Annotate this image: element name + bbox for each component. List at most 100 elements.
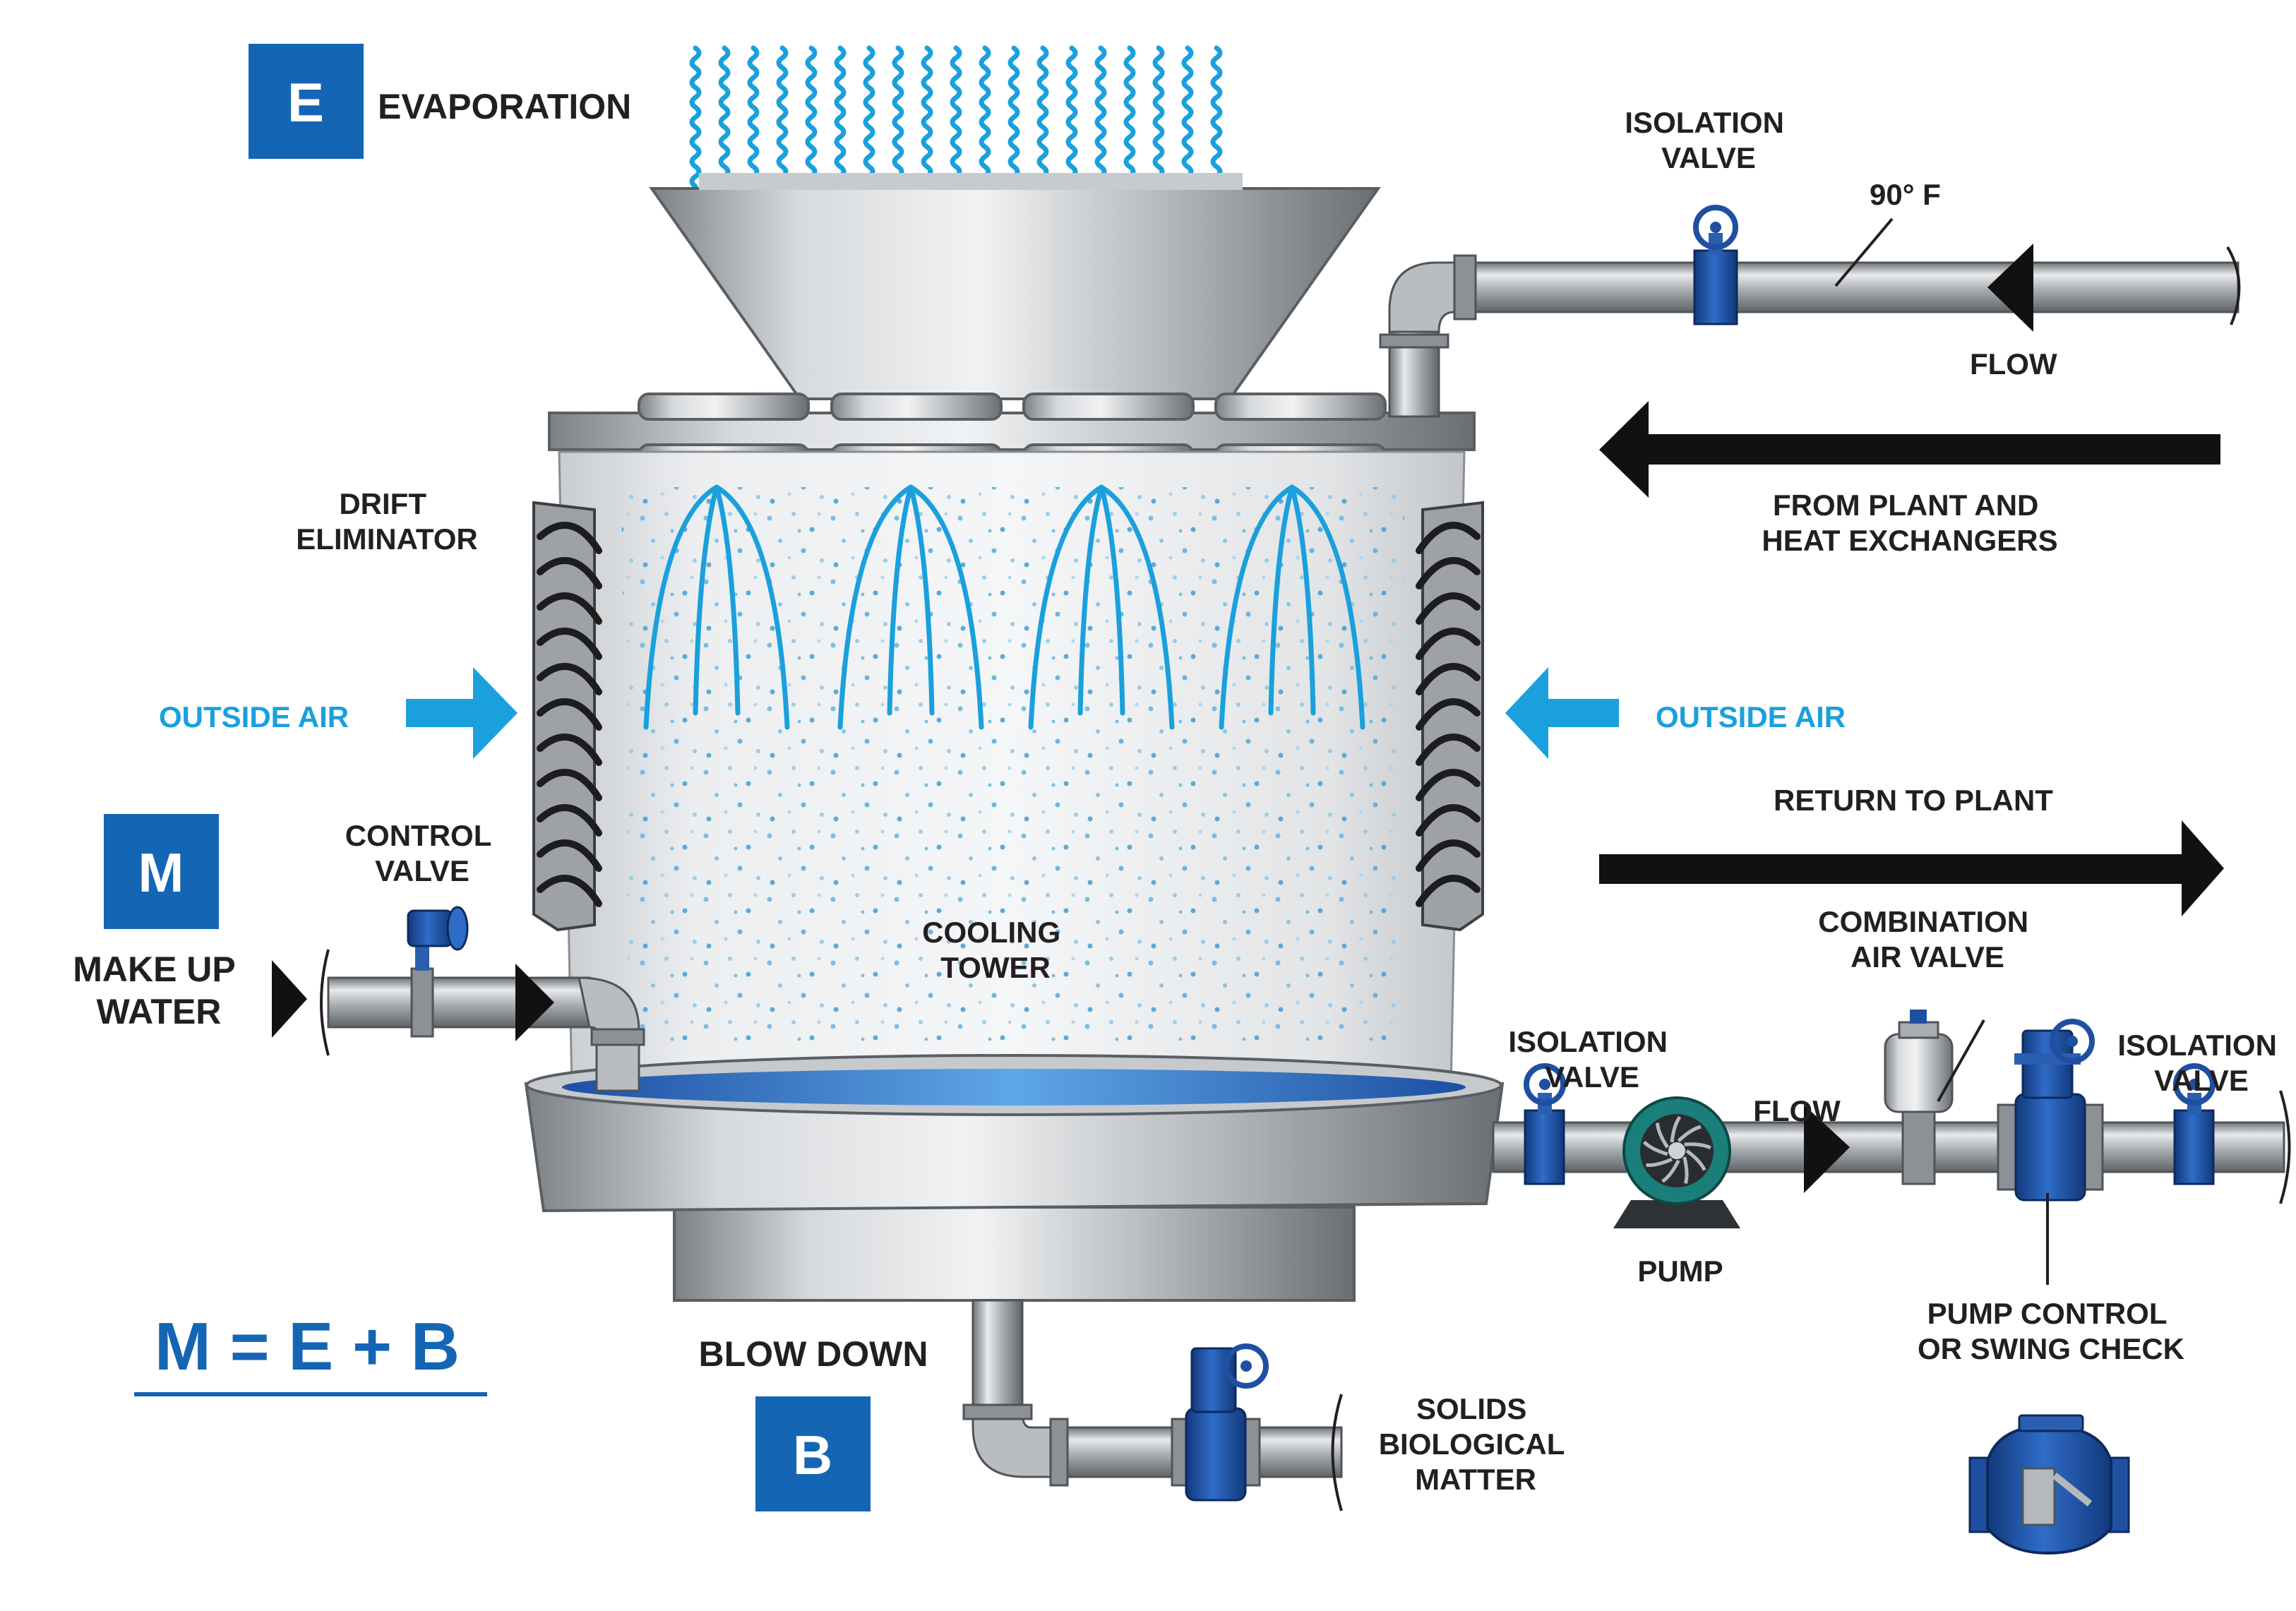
louver [1416, 698, 1481, 731]
return-to-plant-label: RETURN TO PLANT [1774, 784, 2053, 817]
evaporation-label: EVAPORATION [378, 87, 631, 126]
fan-stack [649, 187, 1381, 400]
louver [1416, 804, 1481, 837]
make-up-flow-arrow-in [272, 960, 307, 1038]
vapor-line [921, 45, 933, 189]
svg-text:M: M [138, 842, 184, 904]
isolation-valve-mid-label: ISOLATION VALVE [1508, 1025, 1675, 1094]
drift-eliminator-right [1416, 501, 1484, 932]
impeller-blade [1655, 1122, 1669, 1149]
svg-text:B: B [793, 1424, 832, 1486]
blow-down-badge: B [755, 1396, 871, 1511]
solids-label: SOLIDS BIOLOGICAL MATTER [1379, 1392, 1573, 1496]
control-valve[interactable] [407, 906, 469, 1038]
vapor-line [1123, 45, 1136, 189]
vapor-line [1181, 45, 1194, 189]
isolation-valve-top[interactable] [1693, 205, 1738, 325]
vapor-line [979, 45, 991, 189]
louver [1416, 557, 1481, 589]
temperature-label: 90° F [1870, 178, 1941, 211]
spray-arc [1028, 484, 1104, 730]
vapor-line [747, 45, 760, 189]
outside-air-arrow-right [1505, 667, 1619, 759]
vapor-line [805, 45, 818, 189]
outside-air-arrow-left [406, 667, 518, 759]
louver [537, 557, 602, 589]
temperature-leader-line [1834, 217, 1894, 287]
spray-arc [1077, 484, 1104, 716]
impeller-blade [1646, 1157, 1673, 1167]
evaporation-vapor-lines [689, 45, 1223, 189]
basin-water [562, 1069, 1466, 1106]
impeller-blade [1677, 1125, 1702, 1143]
louver [1416, 733, 1481, 766]
louver [1416, 663, 1481, 695]
spray-arc [714, 484, 741, 716]
flow-arrow-top [1987, 244, 2033, 332]
hot-water-inlet-pipe [1379, 246, 2241, 418]
outside-air-left-label: OUTSIDE AIR [159, 700, 349, 733]
from-plant-arrow [1599, 401, 2220, 498]
vapor-line [950, 45, 962, 189]
vapor-line [1094, 45, 1107, 189]
louver [1416, 628, 1481, 660]
spray-arc [693, 484, 719, 716]
pump[interactable] [1613, 1096, 1740, 1228]
combination-air-valve[interactable] [1884, 1010, 1954, 1185]
louver [1416, 769, 1481, 801]
blow-down-valve[interactable] [1171, 1343, 1269, 1502]
impeller-blade [1684, 1142, 1711, 1150]
spray-arc [1289, 484, 1316, 716]
louver [537, 663, 602, 695]
drift-eliminator-label: DRIFT ELIMINATOR [296, 487, 477, 556]
louver [1416, 592, 1481, 625]
spray-nozzle-arcs [643, 484, 1365, 730]
isolation-valve-right-label: ISOLATION VALVE [2117, 1029, 2285, 1097]
flow-arrow-bottom [1804, 1105, 1850, 1193]
spray-arc [1099, 484, 1125, 716]
pump-label: PUMP [1637, 1254, 1723, 1288]
isolation-valve-mid[interactable] [1524, 1063, 1566, 1185]
vapor-line [892, 45, 904, 189]
make-up-water-label: MAKE UP WATER [73, 950, 245, 1031]
spray-arc [714, 484, 790, 730]
isolation-valve-right[interactable] [2173, 1063, 2216, 1185]
impeller-blade [1685, 1149, 1706, 1171]
louver [1416, 875, 1481, 907]
vapor-line [689, 45, 702, 189]
louver [537, 804, 602, 837]
impeller-blade [1670, 1115, 1682, 1143]
vapor-line [1152, 45, 1165, 189]
louver [537, 522, 602, 554]
mass-balance-formula: M = E + B [155, 1309, 460, 1384]
blow-down-label: BLOW DOWN [699, 1334, 928, 1374]
water-spray [621, 487, 1405, 1045]
pump-control-valve[interactable] [1997, 1019, 2104, 1202]
pump-control-label: PUMP CONTROL OR SWING CHECK [1918, 1297, 2184, 1365]
evaporation-badge: E [249, 44, 364, 159]
blow-down-pipe [962, 1299, 1343, 1511]
impeller-blade [1661, 1159, 1680, 1183]
return-to-plant-arrow [1599, 820, 2224, 916]
louver [537, 592, 602, 625]
spray-arc [1289, 484, 1365, 730]
impeller-blade [1642, 1140, 1668, 1156]
vapor-line [1065, 45, 1078, 189]
louver [537, 769, 602, 801]
flow-bottom-label: FLOW [1753, 1094, 1841, 1127]
spray-arc [837, 484, 914, 730]
louver [1416, 839, 1481, 872]
isolation-valve-top-label: ISOLATION VALVE [1625, 106, 1792, 174]
vapor-line [776, 45, 789, 189]
spray-arc [908, 484, 984, 730]
cold-water-basin [524, 1054, 1505, 1302]
vapor-line [1210, 45, 1223, 189]
spray-arc [1219, 484, 1295, 730]
louver [537, 875, 602, 907]
spray-arc [1268, 484, 1295, 716]
louver [537, 839, 602, 872]
outside-air-right-label: OUTSIDE AIR [1656, 700, 1846, 733]
swing-check-valve-icon [1968, 1414, 2130, 1555]
spray-arc [887, 484, 914, 716]
